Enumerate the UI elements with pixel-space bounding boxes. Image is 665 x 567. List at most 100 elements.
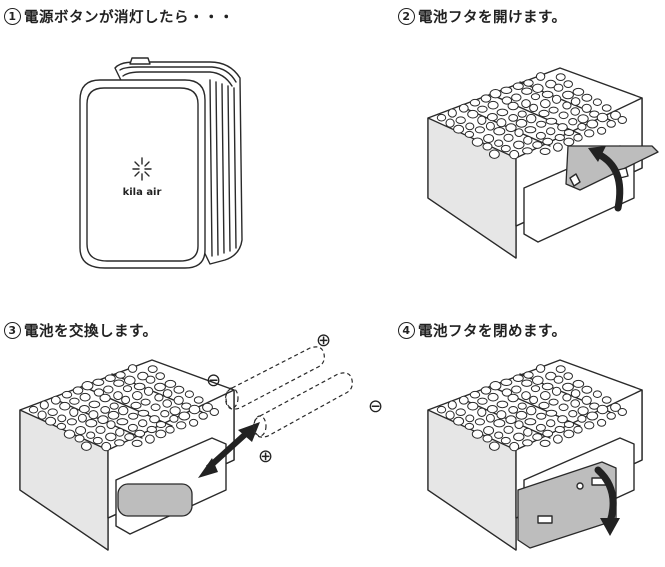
battery-outline-1 xyxy=(225,346,325,410)
pebble xyxy=(75,426,87,435)
pebble xyxy=(563,421,575,428)
pebble xyxy=(489,149,500,159)
pebble xyxy=(165,425,175,434)
pebble xyxy=(532,433,543,441)
pebble xyxy=(57,414,67,423)
pebble xyxy=(464,130,475,138)
pebble xyxy=(501,388,513,397)
pebble xyxy=(193,396,204,404)
pebble xyxy=(493,127,506,136)
pebble xyxy=(483,426,495,435)
step-1-number: 1 xyxy=(4,8,21,25)
pebble xyxy=(79,405,90,414)
pebble xyxy=(489,381,502,391)
pebble xyxy=(146,425,158,434)
pebble xyxy=(106,420,116,429)
pebble xyxy=(536,412,547,420)
pebble xyxy=(551,386,562,396)
pebble xyxy=(176,421,187,430)
filter-pebbles xyxy=(28,364,220,452)
pebble xyxy=(162,389,173,398)
pebble xyxy=(143,386,154,396)
pebble xyxy=(584,129,595,138)
pebble xyxy=(514,420,524,429)
pebble xyxy=(617,408,628,416)
pebble xyxy=(114,439,125,447)
pebble xyxy=(541,382,554,391)
pebble xyxy=(568,410,578,418)
pebble xyxy=(573,425,583,434)
pebble xyxy=(526,113,537,124)
pebble xyxy=(113,379,125,387)
pebble xyxy=(489,441,500,451)
pebble xyxy=(93,388,105,397)
pebble xyxy=(81,441,92,451)
pebble xyxy=(127,364,138,373)
pebble xyxy=(88,400,101,409)
pebble xyxy=(127,423,138,432)
battery-1-end xyxy=(225,387,239,409)
pebble xyxy=(447,108,457,118)
pebble xyxy=(596,112,609,123)
pebble xyxy=(570,97,581,106)
pebble xyxy=(99,393,111,403)
pebble xyxy=(540,99,551,109)
pebble xyxy=(122,385,133,393)
pebble xyxy=(496,400,509,409)
pebble xyxy=(37,410,47,420)
pebble xyxy=(169,406,181,416)
pebble xyxy=(563,129,575,136)
pebble xyxy=(577,406,589,416)
pebble xyxy=(517,402,527,410)
pebble xyxy=(458,395,469,405)
pebble xyxy=(554,133,566,142)
pebble xyxy=(149,415,160,424)
step-2-caption: 2 電池フタを開けます。 xyxy=(398,6,567,27)
close-arrow-icon xyxy=(594,466,617,526)
pebble xyxy=(487,113,498,122)
pebble xyxy=(145,375,156,384)
pebble xyxy=(59,401,71,411)
pebble xyxy=(577,414,587,423)
cartridge-body xyxy=(19,359,235,551)
pebble xyxy=(546,127,556,136)
pebble xyxy=(137,409,150,417)
pebble xyxy=(545,371,557,381)
pebble xyxy=(515,410,528,420)
pebble xyxy=(471,137,484,147)
pebble xyxy=(137,371,149,381)
pebble xyxy=(523,427,533,437)
pebble xyxy=(436,113,447,122)
pebble xyxy=(482,434,493,443)
pebble xyxy=(69,397,80,405)
pebble xyxy=(562,393,572,402)
pebble xyxy=(453,416,465,426)
pebble xyxy=(573,133,583,142)
pebble xyxy=(532,141,543,149)
pebble xyxy=(553,83,564,92)
pebble xyxy=(162,399,172,408)
pebble xyxy=(115,371,126,379)
pebble xyxy=(500,144,511,153)
pebble xyxy=(548,398,559,406)
pebble xyxy=(577,122,587,131)
pebble xyxy=(535,72,546,81)
pebble xyxy=(458,103,469,113)
pebble xyxy=(581,93,593,102)
pebble xyxy=(121,395,131,405)
pebble xyxy=(542,137,554,146)
pebble xyxy=(469,98,481,107)
pebble xyxy=(88,410,99,420)
pebble xyxy=(436,405,447,414)
pebble xyxy=(74,434,85,443)
pebble xyxy=(532,83,544,93)
pebble xyxy=(445,118,455,128)
battery-installed xyxy=(117,483,193,517)
pebble xyxy=(610,402,621,412)
pebble xyxy=(480,386,492,395)
pebble xyxy=(39,400,49,410)
pebble xyxy=(524,418,537,426)
pebble xyxy=(500,378,513,386)
pebble xyxy=(109,402,119,410)
pebble xyxy=(581,385,593,394)
